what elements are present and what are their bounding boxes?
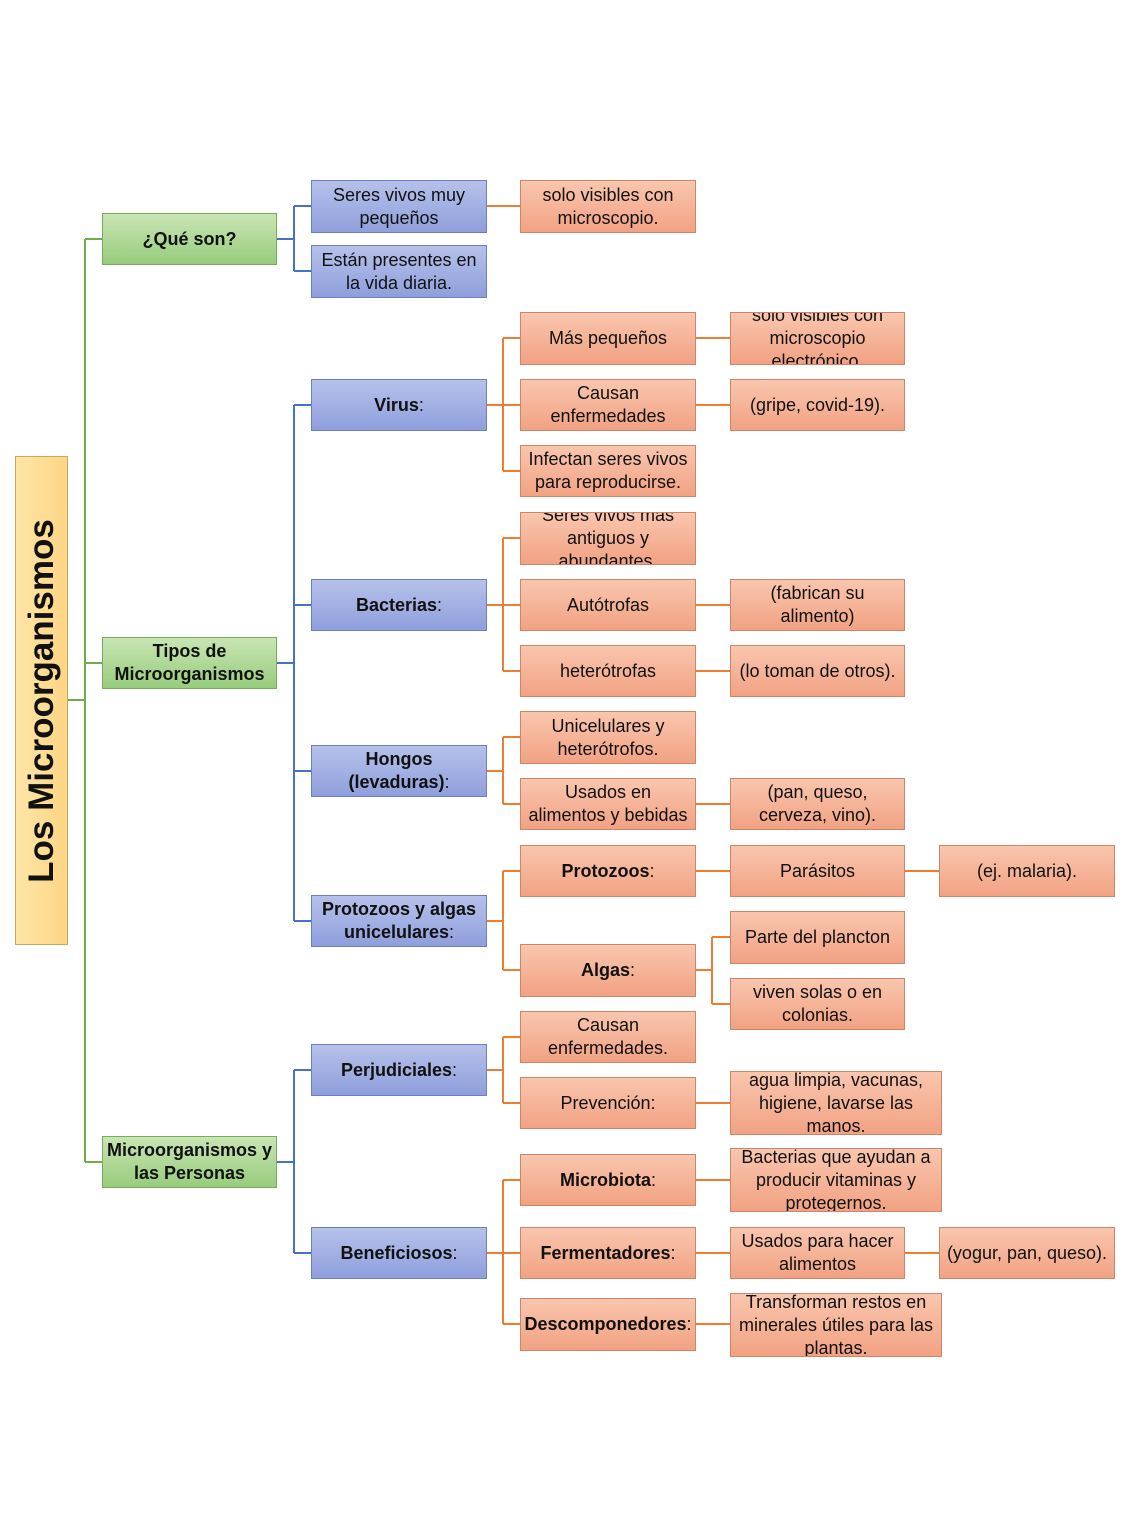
root-title: Los Microorganismos: [15, 456, 68, 945]
node-tipos: Tipos de Microorganismos: [102, 637, 277, 689]
node-algas: Algas:: [520, 944, 696, 997]
node-fermentadores-colon: :: [670, 1242, 676, 1263]
node-tipos-text: Tipos de Microorganismos: [114, 641, 265, 684]
node-que-son: ¿Qué son?: [102, 213, 277, 265]
node-malaria: (ej. malaria).: [939, 845, 1115, 897]
node-hongos: Hongos (levaduras):: [311, 745, 487, 797]
node-parasitos: Parásitos: [730, 845, 905, 897]
node-antiguos-text: Seres vivos más antiguos y abundantes.: [541, 512, 675, 565]
node-plancton-text: Parte del plancton: [744, 927, 891, 947]
node-hongos-text: Hongos (levaduras): [348, 749, 445, 792]
node-seres-vivos-text: Seres vivos muy pequeños: [332, 184, 466, 228]
node-causan-enfermedades: Causan enfermedades: [520, 379, 696, 431]
node-bacterias-ayudan-text: Bacterias que ayudan a producir vitamina…: [741, 1148, 931, 1212]
node-protozoos-algas-text: Protozoos y algas unicelulares: [321, 899, 477, 942]
node-usados: Usados en alimentos y bebidas: [520, 778, 696, 830]
node-colonias: viven solas o en colonias.: [730, 978, 905, 1030]
node-microbiota-text: Microbiota: [559, 1169, 651, 1190]
node-agua-text: agua limpia, vacunas, higiene, lavarse l…: [748, 1071, 924, 1135]
node-protozoos-algas: Protozoos y algas unicelulares:: [311, 895, 487, 947]
node-seres-vivos: Seres vivos muy pequeños: [311, 180, 487, 233]
node-pan-queso-text: (pan, queso, cerveza, vino).: [758, 782, 877, 825]
node-infectan-text: Infectan seres vivos para reproducirse.: [528, 449, 688, 492]
node-causan-enfermedades-2-text: Causan enfermedades.: [547, 1015, 669, 1058]
node-beneficiosos-text: Beneficiosos: [340, 1242, 453, 1263]
node-bacterias: Bacterias:: [311, 579, 487, 631]
node-descomponedores-colon: :: [686, 1314, 692, 1334]
node-causan-enfermedades-text: Causan enfermedades: [550, 383, 666, 426]
node-beneficiosos: Beneficiosos:: [311, 1227, 487, 1279]
node-yogur: (yogur, pan, queso).: [939, 1227, 1115, 1279]
node-mas-pequenos: Más pequeños: [520, 312, 696, 365]
node-que-son-text: ¿Qué son?: [142, 228, 237, 249]
node-solo-visibles-text: solo visibles con microscopio.: [542, 184, 674, 228]
node-virus-text: Virus: [374, 394, 419, 415]
node-plancton: Parte del plancton: [730, 911, 905, 964]
node-autotrofas-text: Autótrofas: [566, 594, 650, 615]
node-bacterias-text: Bacterias: [355, 594, 438, 615]
node-causan-enfermedades-2: Causan enfermedades.: [520, 1011, 696, 1063]
node-heterotrofas-text: heterótrofas: [559, 660, 657, 681]
node-beneficiosos-colon: :: [452, 1242, 458, 1263]
node-hongos-colon: :: [444, 772, 450, 792]
node-gripe-text: (gripe, covid-19).: [749, 394, 886, 415]
node-personas-text: Microorganismos y las Personas: [106, 1140, 273, 1183]
node-virus-colon: :: [418, 394, 424, 415]
node-protozoos-algas-colon: :: [449, 922, 455, 942]
node-agua: agua limpia, vacunas, higiene, lavarse l…: [730, 1071, 942, 1135]
node-descomponedores-text: Descomponedores: [524, 1314, 687, 1334]
node-protozoos-text: Protozoos: [561, 860, 650, 881]
node-lo-toman: (lo toman de otros).: [730, 645, 905, 697]
node-personas: Microorganismos y las Personas: [102, 1136, 277, 1188]
node-lo-toman-text: (lo toman de otros).: [739, 660, 896, 681]
node-perjudiciales-colon: :: [452, 1059, 458, 1080]
node-usados-text: Usados en alimentos y bebidas: [528, 782, 688, 825]
node-electronico: solo visibles con microscopio electrónic…: [730, 312, 905, 365]
node-pan-queso: (pan, queso, cerveza, vino).: [730, 778, 905, 830]
node-infectan: Infectan seres vivos para reproducirse.: [520, 445, 696, 497]
node-microbiota-colon: :: [651, 1169, 657, 1190]
node-usados-hacer-text: Usados para hacer alimentos: [741, 1231, 894, 1274]
node-bacterias-ayudan: Bacterias que ayudan a producir vitamina…: [730, 1148, 942, 1212]
node-perjudiciales: Perjudiciales:: [311, 1044, 487, 1096]
node-autotrofas: Autótrofas: [520, 579, 696, 631]
node-algas-colon: :: [630, 960, 636, 980]
node-presentes: Están presentes en la vida diaria.: [311, 245, 487, 298]
node-unicelulares-text: Unicelulares y heterótrofos.: [551, 715, 665, 759]
node-virus: Virus:: [311, 379, 487, 431]
node-fabrican: (fabrican su alimento): [730, 579, 905, 631]
node-heterotrofas: heterótrofas: [520, 645, 696, 697]
node-descomponedores: Descomponedores:: [520, 1298, 696, 1351]
node-fermentadores: Fermentadores:: [520, 1227, 696, 1279]
node-mas-pequenos-text: Más pequeños: [548, 328, 668, 348]
root-title-text: Los Microorganismos: [21, 518, 61, 883]
node-algas-text: Algas: [580, 960, 630, 980]
node-malaria-text: (ej. malaria).: [976, 860, 1078, 881]
node-microbiota: Microbiota:: [520, 1154, 696, 1206]
node-solo-visibles: solo visibles con microscopio.: [520, 180, 696, 233]
node-prevencion: Prevención:: [520, 1077, 696, 1129]
node-transforman: Transforman restos en minerales útiles p…: [730, 1293, 942, 1357]
node-unicelulares: Unicelulares y heterótrofos.: [520, 711, 696, 764]
node-fermentadores-text: Fermentadores: [540, 1242, 671, 1263]
node-colonias-text: viven solas o en colonias.: [752, 982, 883, 1025]
node-prevencion-text: Prevención:: [560, 1092, 656, 1113]
node-presentes-text: Están presentes en la vida diaria.: [321, 249, 477, 293]
node-protozoos-colon: :: [649, 860, 655, 881]
node-usados-hacer: Usados para hacer alimentos: [730, 1227, 905, 1279]
node-perjudiciales-text: Perjudiciales: [340, 1059, 453, 1080]
node-antiguos: Seres vivos más antiguos y abundantes.: [520, 512, 696, 565]
node-fabrican-text: (fabrican su alimento): [770, 583, 865, 626]
node-parasitos-text: Parásitos: [779, 860, 856, 881]
node-transforman-text: Transforman restos en minerales útiles p…: [738, 1293, 934, 1357]
node-protozoos: Protozoos:: [520, 845, 696, 897]
node-bacterias-colon: :: [437, 594, 443, 615]
node-yogur-text: (yogur, pan, queso).: [946, 1242, 1108, 1263]
node-gripe: (gripe, covid-19).: [730, 379, 905, 431]
node-electronico-text: solo visibles con microscopio electrónic…: [751, 312, 884, 365]
